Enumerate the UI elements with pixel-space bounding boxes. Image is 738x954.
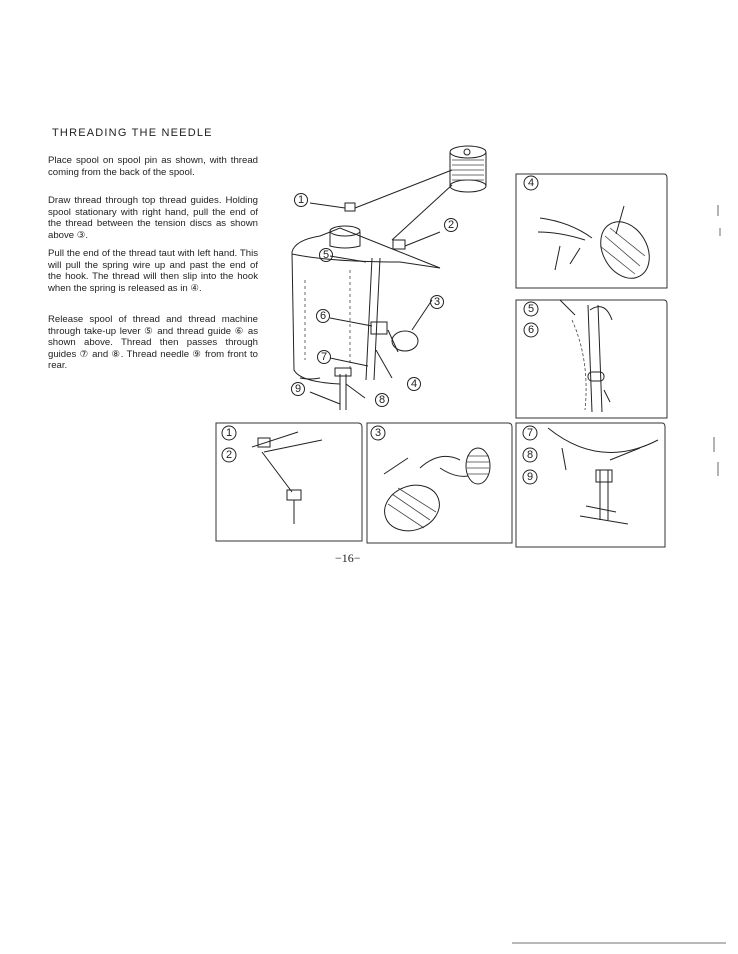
panel-4-illustration: 4: [515, 173, 668, 289]
machine-main-illustration: 1 2 5 3 6 7 4 9 8: [291, 145, 487, 410]
callout-main-8: 8: [375, 393, 389, 407]
callout-panel-5: 5: [523, 301, 539, 317]
svg-text:6: 6: [528, 324, 534, 336]
paragraph-spring-wire: Pull the end of the thread taut with lef…: [48, 248, 258, 294]
svg-text:1: 1: [298, 194, 304, 206]
callout-panel-3: 3: [370, 425, 386, 441]
svg-text:4: 4: [411, 378, 417, 390]
svg-text:8: 8: [379, 394, 385, 406]
svg-text:8: 8: [527, 449, 533, 461]
callout-panel-9: 9: [522, 469, 538, 485]
callout-main-2: 2: [444, 218, 458, 232]
svg-text:7: 7: [321, 351, 327, 363]
page-number: −16−: [335, 551, 361, 565]
paragraph-spool: Place spool on spool pin as shown, with …: [48, 155, 258, 178]
paragraph-needle: Release spool of thread and thread machi…: [48, 314, 258, 372]
svg-text:1: 1: [226, 427, 232, 439]
callout-main-6: 6: [316, 309, 330, 323]
callout-main-5: 5: [319, 248, 333, 262]
svg-text:7: 7: [527, 427, 533, 439]
svg-text:9: 9: [295, 383, 301, 395]
callout-main-4: 4: [407, 377, 421, 391]
callout-panel-1: 1: [221, 425, 237, 441]
svg-text:2: 2: [448, 219, 454, 231]
svg-text:4: 4: [528, 177, 534, 189]
svg-text:5: 5: [323, 249, 329, 261]
scan-marks: [512, 205, 726, 944]
svg-text:3: 3: [434, 296, 440, 308]
svg-text:6: 6: [320, 310, 326, 322]
panel-3-illustration: 3: [366, 422, 513, 544]
svg-text:3: 3: [375, 427, 381, 439]
callout-main-3: 3: [430, 295, 444, 309]
panel-7-8-9-illustration: 7 8 9: [515, 422, 666, 548]
callout-panel-2: 2: [221, 447, 237, 463]
callout-panel-8: 8: [522, 447, 538, 463]
callout-panel-4: 4: [523, 175, 539, 191]
svg-text:5: 5: [528, 303, 534, 315]
panel-5-6-illustration: 5 6: [515, 299, 668, 419]
callout-main-9: 9: [291, 382, 305, 396]
section-heading: THREADING THE NEEDLE: [52, 127, 213, 139]
panel-1-2-illustration: 1 2: [215, 422, 363, 542]
callout-main-1: 1: [294, 193, 308, 207]
paragraph-top-guides: Draw thread through top thread guides. H…: [48, 195, 258, 241]
callout-main-7: 7: [317, 350, 331, 364]
callout-panel-6: 6: [523, 322, 539, 338]
svg-text:2: 2: [226, 449, 232, 461]
svg-text:9: 9: [527, 471, 533, 483]
callout-panel-7: 7: [522, 425, 538, 441]
